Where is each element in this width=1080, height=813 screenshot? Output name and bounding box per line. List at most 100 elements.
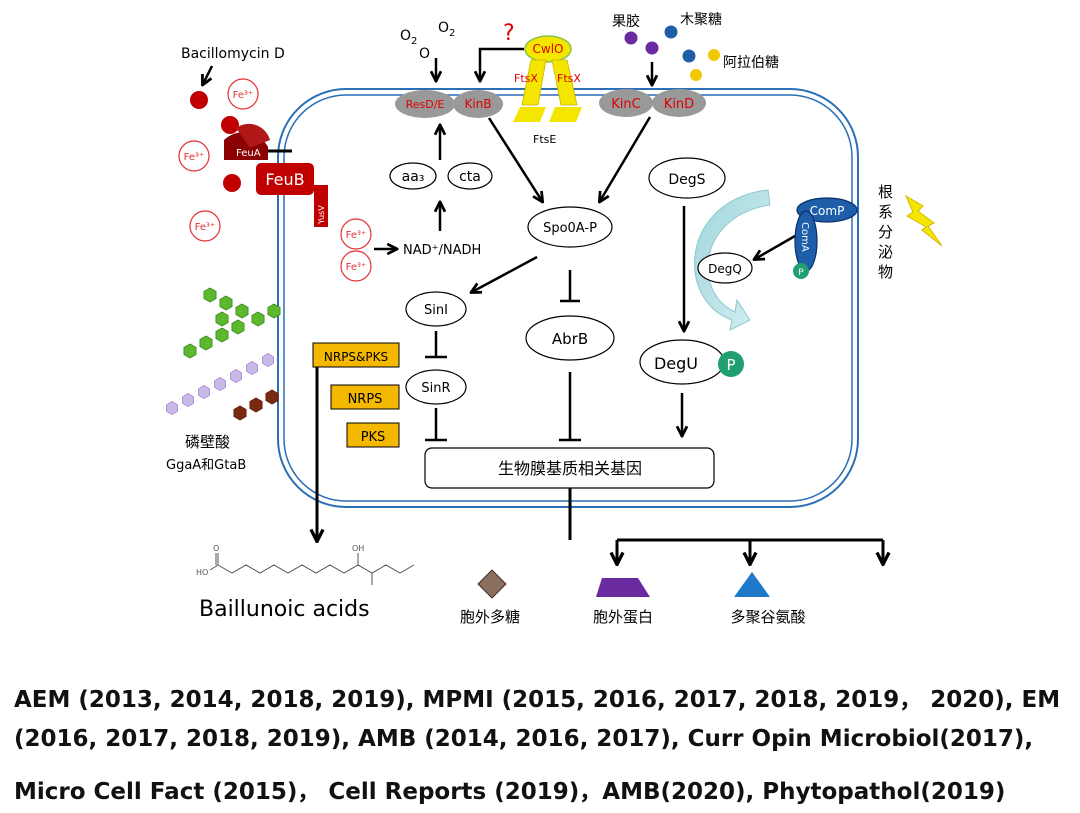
svg-text:O2: O2 xyxy=(438,20,455,39)
sinr-label: SinR xyxy=(421,381,450,396)
svg-text:泌: 泌 xyxy=(878,243,893,261)
xylan-label: 木聚糖 xyxy=(680,12,722,28)
nrps-pks-label: NRPS&PKS xyxy=(324,350,388,364)
svg-text:系: 系 xyxy=(878,203,893,221)
degs-label: DegS xyxy=(668,172,705,188)
baillunoic-acid-structure xyxy=(209,553,415,585)
comp-label: ComP xyxy=(810,204,845,218)
resde-sensor[interactable] xyxy=(395,90,455,118)
feub-transporter[interactable] xyxy=(256,163,314,195)
protein-label: 胞外蛋白 xyxy=(593,608,653,626)
oxygen-label: O2 xyxy=(400,28,417,47)
sinr-node xyxy=(405,369,467,405)
ftse-label: FtsE xyxy=(533,133,556,146)
baillunoic-label: Baillunoic acids xyxy=(199,597,370,622)
bacillomycin-molecule xyxy=(190,91,208,109)
teichoic-hexagon xyxy=(199,335,213,351)
teichoic-hexagon xyxy=(251,311,265,327)
protein-icon xyxy=(596,578,650,597)
svg-text:根: 根 xyxy=(878,183,893,201)
feub-label: FeuB xyxy=(265,170,304,189)
teichoic-hexagon xyxy=(267,303,281,319)
svg-text:Fe³⁺: Fe³⁺ xyxy=(346,230,367,241)
ftse-right[interactable] xyxy=(549,107,582,122)
kinc-kinase[interactable] xyxy=(599,89,653,117)
pks-box xyxy=(346,422,400,448)
teichoic-hexagon xyxy=(213,377,227,391)
degu-label: DegU xyxy=(654,354,698,373)
spo0a-node xyxy=(527,206,613,248)
arabinose-label: 阿拉伯糖 xyxy=(723,55,779,71)
teichoic-hexagon xyxy=(235,303,249,319)
cta-label: cta xyxy=(459,169,481,185)
nrps-pks-box xyxy=(312,342,400,368)
coma-label: ComA xyxy=(799,222,810,252)
bacillomycin-molecule xyxy=(223,174,241,192)
cwio-to-kinb-arrow xyxy=(480,47,524,80)
teichoic-hexagon xyxy=(229,369,243,383)
ftsx-left[interactable] xyxy=(521,59,547,106)
ftsx-right[interactable] xyxy=(551,59,578,106)
structure-o-label: O xyxy=(213,544,219,553)
degu-phosphate xyxy=(718,351,744,377)
teichoic-hexagon xyxy=(249,397,263,413)
yusv-protein[interactable] xyxy=(314,185,328,227)
teichoic-hexagon xyxy=(245,361,259,375)
teichoic-hexagon xyxy=(165,401,179,415)
nrps-box xyxy=(330,384,400,410)
coma-phosphate xyxy=(793,263,809,279)
ftsx-label: FtsX xyxy=(557,72,581,85)
teichoic-acid-chain-green xyxy=(183,287,281,359)
teichoic-acid-label: 磷壁酸 xyxy=(185,433,230,451)
spo0a-to-sini-arrow xyxy=(472,255,538,292)
svg-text:分: 分 xyxy=(878,223,893,241)
cwio-label: CwlO xyxy=(533,42,564,56)
teichoic-hexagon xyxy=(215,311,229,327)
teichoic-hexagon xyxy=(265,389,279,405)
svg-text:Fe³⁺: Fe³⁺ xyxy=(195,222,216,233)
bacillomycin-arrow xyxy=(203,65,214,84)
oxygen-molecule: O xyxy=(419,46,430,62)
fe-ion: Fe³⁺ xyxy=(178,140,210,172)
xylan-molecule xyxy=(682,49,696,63)
ftse-left[interactable] xyxy=(513,107,546,122)
root-exudate-label: 根 系 分 泌 物 xyxy=(878,183,893,281)
svg-text:O2: O2 xyxy=(400,28,417,47)
biofilm-genes-label: 生物膜基质相关基因 xyxy=(498,459,642,478)
kind-kinase[interactable] xyxy=(652,89,706,117)
pks-label: PKS xyxy=(361,430,386,445)
spo0a-label: Spo0A-P xyxy=(543,221,597,236)
fe-ion: Fe³⁺ xyxy=(189,210,221,242)
teichoic-acid-chain-lavender xyxy=(165,353,275,415)
nadh-label: NAD⁺/NADH xyxy=(403,243,481,258)
degu-phosphate-label: P xyxy=(726,356,735,374)
arabinose-molecule xyxy=(690,69,702,81)
svg-text:Fe³⁺: Fe³⁺ xyxy=(233,90,254,101)
resde-label: ResD/E xyxy=(406,98,445,111)
yusv-label: YusV xyxy=(317,205,326,225)
teichoic-hexagon xyxy=(261,353,275,367)
nrps-label: NRPS xyxy=(348,392,383,407)
abrb-node xyxy=(525,315,615,361)
feua-protein-cap xyxy=(236,123,270,148)
citation-line-1: AEM (2013, 2014, 2018, 2019), MPMI (2015… xyxy=(14,687,1061,713)
aa3-node xyxy=(389,162,437,190)
kinb-kinase[interactable] xyxy=(453,90,503,118)
teichoic-hexagon xyxy=(215,327,229,343)
fe-ion: Fe³⁺ xyxy=(340,250,372,282)
feua-label: FeuA xyxy=(236,148,261,159)
gga-gtab-label: GgaA和GtaB xyxy=(166,458,246,473)
sini-node xyxy=(405,291,467,327)
cwio-protein[interactable] xyxy=(524,35,572,63)
abrb-label: AbrB xyxy=(552,330,588,348)
question-mark: ? xyxy=(503,21,515,46)
svg-text:Fe³⁺: Fe³⁺ xyxy=(184,152,205,163)
xylan-molecule xyxy=(664,25,678,39)
teichoic-acid-chain-brown xyxy=(233,389,279,421)
teichoic-hexagon xyxy=(231,319,245,335)
arabinose-molecule xyxy=(708,49,720,61)
bacillomycin-molecule xyxy=(221,116,239,134)
teichoic-hexagon xyxy=(233,405,247,421)
oxygen-label: O2 xyxy=(438,20,455,39)
